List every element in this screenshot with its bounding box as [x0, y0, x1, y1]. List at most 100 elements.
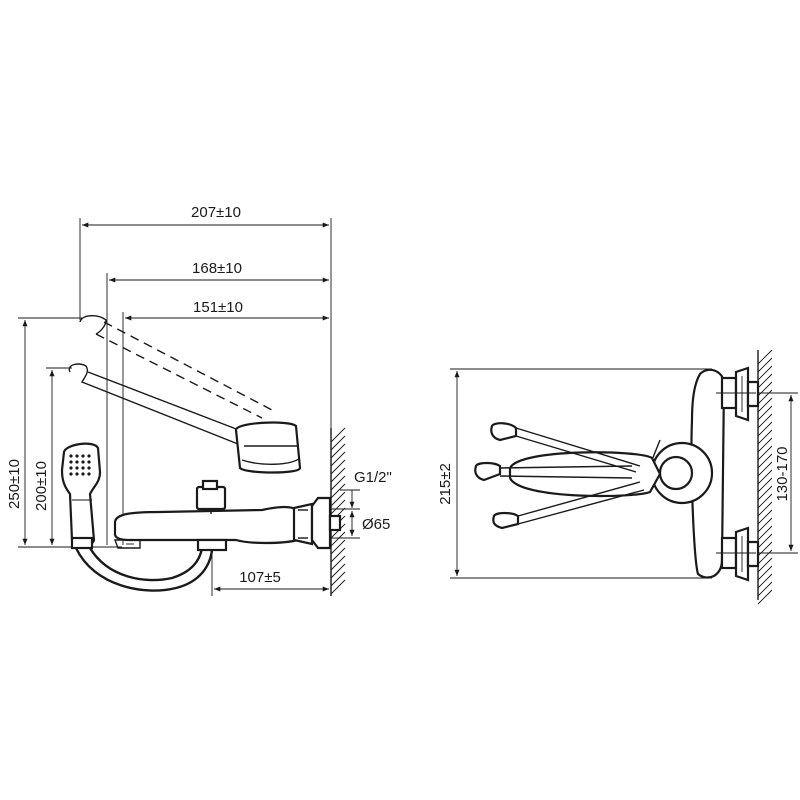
wall-hatch-line — [757, 477, 773, 493]
dim-outlet-offset-label: 107±5 — [239, 569, 281, 586]
wall-hatch-line — [757, 397, 773, 413]
wall-hatch-line — [330, 571, 346, 587]
front-connector-top — [716, 366, 760, 422]
wall-hatch-line — [757, 549, 773, 565]
dim-height-spout: 200±10 — [33, 367, 72, 545]
dim-center-distance: 130-170 — [748, 392, 798, 554]
shower-nozzle — [81, 460, 85, 464]
wall-hatch-line — [757, 365, 773, 381]
shower-nozzle — [69, 454, 73, 458]
wall-hatch-line — [757, 373, 773, 389]
dim-thread-label: G1/2" — [354, 469, 392, 486]
wall-hatch-line — [757, 461, 773, 477]
shower-nozzle — [75, 454, 79, 458]
shower-nozzle — [75, 460, 79, 464]
wall-hatch-line — [757, 389, 773, 405]
front-connector-bottom — [716, 526, 760, 582]
hose-outlet — [196, 538, 228, 596]
wall-hatch-line — [757, 509, 773, 525]
dim-front-height: 215±2 — [437, 368, 712, 579]
wall-hatch-line — [757, 573, 773, 589]
shower-nozzle — [69, 460, 73, 464]
dim-spout-width-label: 151±10 — [193, 299, 243, 316]
dim-outlet-offset: 107±5 — [214, 569, 329, 592]
wall-hatch-line — [757, 405, 773, 421]
shower-nozzle — [87, 460, 91, 464]
shower-nozzles — [69, 454, 91, 476]
wall-hatch-line — [757, 349, 773, 365]
hand-shower — [60, 442, 102, 550]
side-wall — [330, 427, 346, 596]
dim-flange-diameter-label: Ø65 — [362, 516, 390, 533]
wall-hatch-line — [757, 557, 773, 573]
mixer-body — [234, 421, 302, 474]
wall-hatch-line — [330, 459, 346, 475]
dim-handle-width: 168±10 — [106, 260, 329, 545]
wall-hatch-line — [757, 421, 773, 437]
wall-hatch-line — [330, 579, 346, 595]
wall-hatch-line — [330, 443, 346, 459]
wall-hatch-line — [757, 469, 773, 485]
dim-spout-width: 151±10 — [122, 299, 329, 545]
dim-front-height-label: 215±2 — [437, 463, 454, 505]
wall-hatch-line — [757, 357, 773, 373]
wall-hatch-line — [757, 445, 773, 461]
wall-hatch-line — [757, 437, 773, 453]
wall-hatch-line — [757, 517, 773, 533]
shower-nozzle — [87, 472, 91, 476]
wall-hatch-line — [757, 413, 773, 429]
wall-hatch-line — [330, 467, 346, 483]
lever-handle-alternate — [79, 315, 273, 419]
wall-hatch-line — [757, 525, 773, 541]
dim-center-distance-label: 130-170 — [774, 446, 791, 501]
shower-nozzle — [81, 466, 85, 470]
front-lever-upper — [490, 422, 641, 473]
wall-hatch-line — [330, 491, 346, 507]
wall-hatch-line — [757, 589, 773, 605]
wall-hatch-line — [757, 581, 773, 597]
dim-height-spout-label: 200±10 — [33, 461, 50, 511]
wall-hatch-line — [330, 475, 346, 491]
wall-hatch-line — [330, 539, 346, 555]
diverter-knob — [195, 479, 227, 514]
lever-handle — [68, 363, 245, 445]
shower-nozzle — [81, 472, 85, 476]
shower-nozzle — [69, 466, 73, 470]
front-handle-hub — [650, 439, 714, 505]
wall-hatch-line — [330, 531, 346, 547]
shower-nozzle — [75, 472, 79, 476]
shower-hose — [74, 547, 214, 592]
wall-hatch-line — [757, 429, 773, 445]
dim-overall-width-label: 207±10 — [191, 204, 241, 221]
wall-hatch-line — [757, 381, 773, 397]
dim-height-total-label: 250±10 — [6, 459, 23, 509]
shower-nozzle — [69, 472, 73, 476]
wall-hatch-line — [757, 565, 773, 581]
front-view: 215±2 130-170 — [437, 349, 798, 605]
wall-hatch-line — [330, 435, 346, 451]
shower-nozzle — [87, 454, 91, 458]
wall-hatch-line — [330, 499, 346, 515]
wall-hatch-line — [330, 427, 346, 443]
wall-hatch-line — [757, 533, 773, 549]
front-lever-center — [474, 451, 662, 498]
wall-hatch-line — [330, 483, 346, 499]
shower-nozzle — [75, 466, 79, 470]
shower-nozzle — [81, 454, 85, 458]
wall-hatch-line — [757, 493, 773, 509]
front-lever-lower — [492, 481, 645, 530]
wall-hatch-line — [330, 555, 346, 571]
side-view: 207±10 168±10 151±10 250±10 200±10 — [6, 204, 392, 596]
wall-hatch-line — [330, 451, 346, 467]
dim-overall-width: 207±10 — [79, 204, 332, 428]
wall-hatch-line — [757, 485, 773, 501]
wall-hatch-line — [330, 563, 346, 579]
wall-connector — [292, 489, 360, 550]
wall-hatch-line — [757, 453, 773, 469]
front-wall — [757, 349, 773, 605]
shower-nozzle — [87, 466, 91, 470]
wall-hatch-line — [757, 541, 773, 557]
wall-hatch-line — [330, 547, 346, 563]
dim-handle-width-label: 168±10 — [192, 260, 242, 277]
